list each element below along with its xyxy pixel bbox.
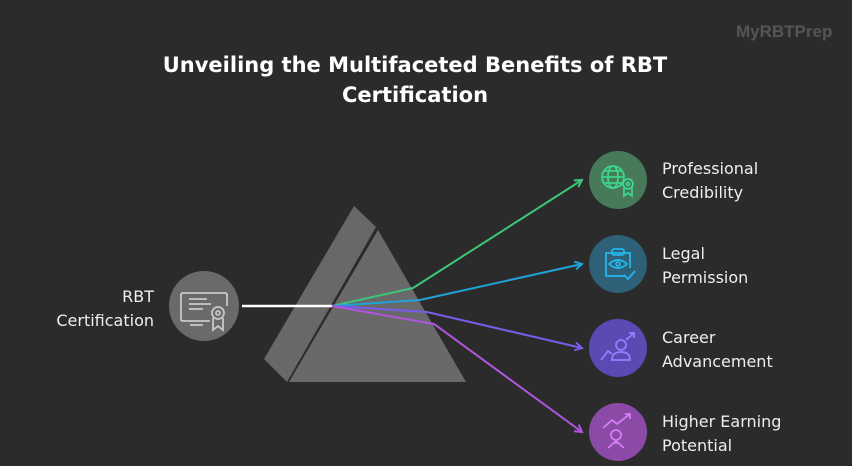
person-trend-icon (589, 403, 647, 461)
benefit-label-line-2: Potential (662, 436, 733, 455)
benefit-label-line-2: Permission (662, 268, 749, 287)
ray-blue (331, 264, 582, 307)
title-line-1: Unveiling the Multifaceted Benefits of R… (162, 53, 668, 77)
ray-purple (331, 305, 582, 432)
certificate-icon (169, 271, 239, 341)
prism-front-face (289, 230, 466, 382)
benefit-label-line-1: Legal (662, 244, 705, 263)
benefit-label-line-2: Advancement (662, 352, 773, 371)
benefit-label-line-2: Credibility (662, 183, 744, 202)
source-label-line-2: Certification (56, 311, 154, 330)
person-growth-icon (589, 319, 647, 377)
benefit-legal-permission: Legal Permission (662, 242, 842, 290)
globe-award-icon (589, 151, 647, 209)
title-line-2: Certification (341, 83, 489, 107)
benefit-label-line-1: Higher Earning (662, 412, 782, 431)
benefit-career-advancement: Career Advancement (662, 326, 842, 374)
source-label: RBT Certification (56, 285, 154, 333)
benefit-label-line-1: Career (662, 328, 716, 347)
prism-back-face (264, 206, 376, 382)
page-title: Unveiling the Multifaceted Benefits of R… (100, 50, 730, 110)
clipboard-eye-icon (589, 235, 647, 293)
watermark: MyRBTPrep (736, 22, 833, 41)
benefit-higher-earning-potential: Higher Earning Potential (662, 410, 842, 458)
source-label-line-1: RBT (122, 287, 154, 306)
ray-indigo (331, 305, 582, 348)
benefit-label-line-1: Professional (662, 159, 759, 178)
benefit-professional-credibility: Professional Credibility (662, 157, 842, 205)
ray-green (331, 180, 582, 307)
